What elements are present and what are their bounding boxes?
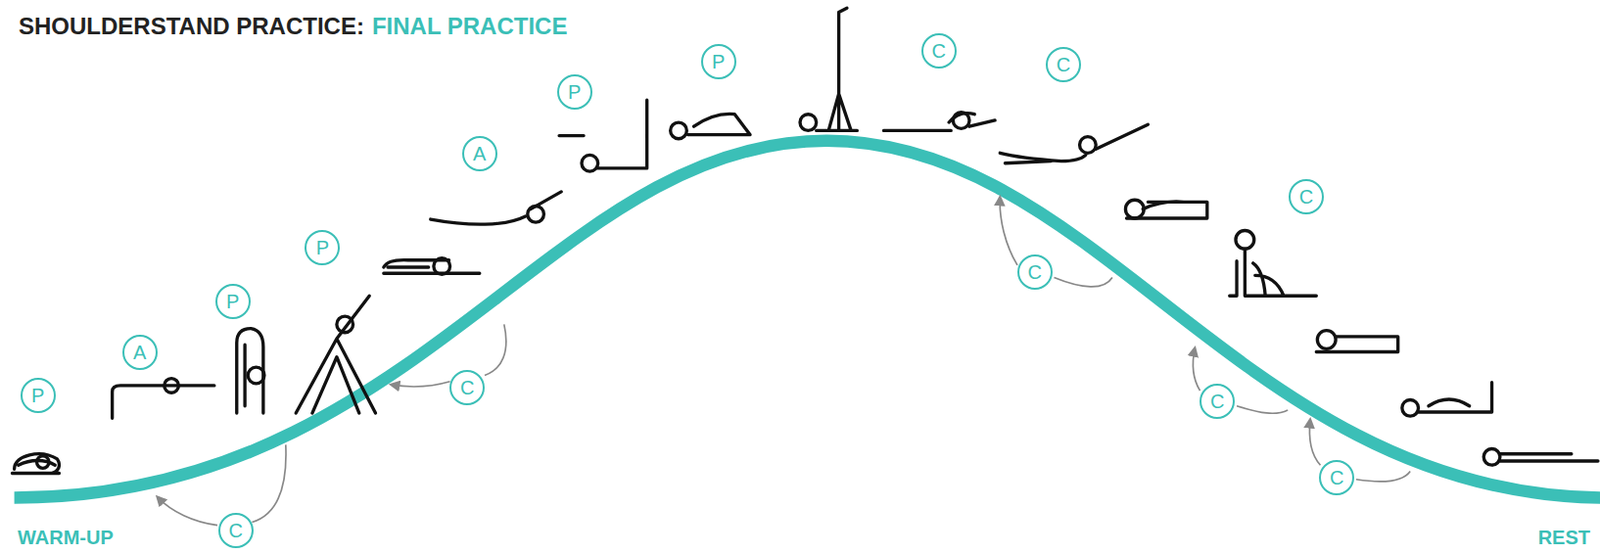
- phase-letter: C: [931, 41, 945, 61]
- intensity-curve: [14, 141, 1600, 499]
- title-highlight: FINAL PRACTICE: [372, 13, 568, 40]
- phase-letter: C: [460, 377, 474, 398]
- phase-letter: C: [1329, 468, 1344, 488]
- phase-letter: P: [226, 291, 239, 312]
- start-label: WARM-UP: [17, 526, 114, 549]
- phase-circle: P: [701, 44, 737, 80]
- phase-circle: C: [218, 513, 254, 549]
- phase-circle: P: [215, 283, 251, 320]
- phase-circle: P: [20, 377, 56, 414]
- phase-circle: C: [1017, 254, 1053, 290]
- phase-circle: A: [122, 334, 158, 371]
- phase-letter: P: [31, 385, 45, 406]
- phase-circle: C: [921, 33, 957, 69]
- phase-letter: A: [133, 342, 146, 363]
- phase-letter: C: [1056, 54, 1071, 75]
- phase-circle: C: [1318, 460, 1355, 496]
- phase-letter: P: [567, 82, 581, 102]
- phase-letter: C: [228, 520, 242, 541]
- phase-letter: P: [316, 237, 330, 258]
- phase-letter: C: [1299, 187, 1314, 207]
- phase-letter: A: [472, 143, 486, 164]
- diagram-title: SHOULDERSTAND PRACTICE:: [18, 13, 365, 40]
- phase-circle: C: [1288, 179, 1324, 215]
- phase-circle: P: [304, 230, 340, 266]
- phase-letter: P: [711, 51, 725, 72]
- phase-letter: C: [1027, 262, 1041, 283]
- phase-circle: C: [1199, 383, 1235, 420]
- leader-lines: [156, 196, 1411, 526]
- phase-circle: P: [557, 74, 593, 110]
- phase-circle: A: [462, 136, 498, 172]
- phase-circle: C: [1045, 47, 1082, 83]
- phase-circle: C: [449, 370, 485, 406]
- phase-letter: C: [1210, 391, 1224, 412]
- pose-figures: [12, 7, 1599, 473]
- end-label: REST: [1538, 526, 1591, 549]
